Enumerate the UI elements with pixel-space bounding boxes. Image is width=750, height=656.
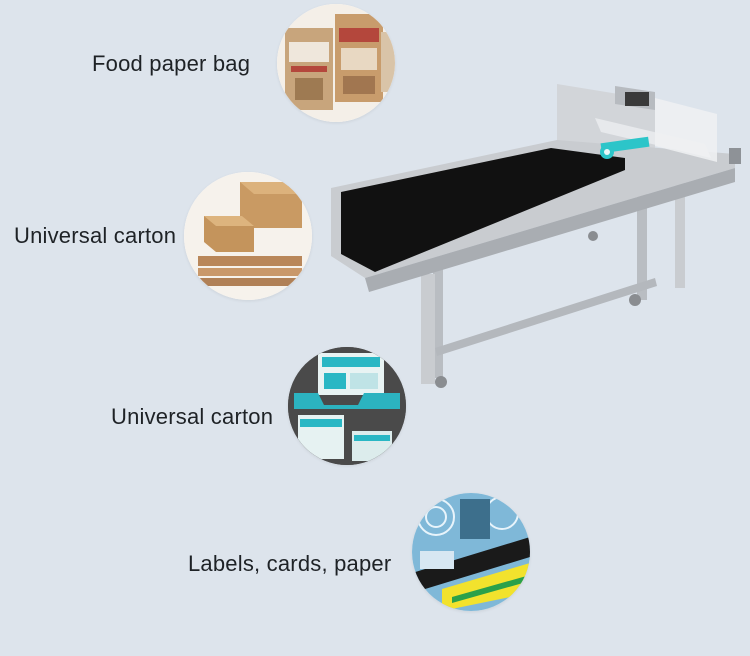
application-label-food-paper-bag: Food paper bag (92, 51, 251, 76)
paging-conveyor-machine-photo (325, 78, 750, 396)
printed-carton-photo (288, 347, 406, 465)
food-paper-bag-photo (277, 4, 395, 122)
application-label-universal-carton: Universal carton (14, 223, 177, 248)
carton-boxes-photo (184, 172, 312, 300)
application-label-universal-carton-printed: Universal carton (111, 404, 274, 429)
labels-cards-photo (412, 493, 530, 611)
application-label-labels-cards-paper: Labels, cards, paper (188, 551, 392, 576)
